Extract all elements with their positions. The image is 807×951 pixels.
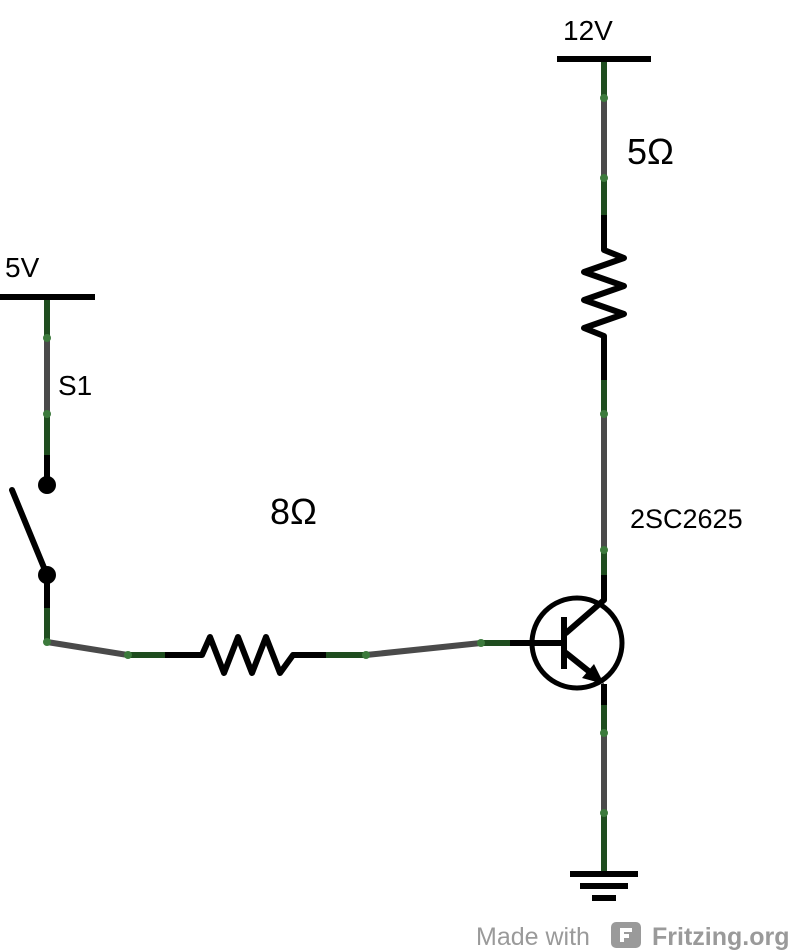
resistor-base-label: 8Ω	[270, 491, 317, 532]
fritzing-watermark: Made with Fritzing.org	[476, 922, 789, 951]
ground-icon	[570, 871, 638, 901]
resistor-collector[interactable]: 5Ω	[581, 131, 674, 380]
resistor-collector-label: 5Ω	[627, 131, 674, 172]
supply-5v-label: 5V	[5, 252, 40, 283]
wire-switch-to-resistor[interactable]	[43, 608, 165, 659]
transistor-npn[interactable]: 2SC2625	[510, 504, 743, 705]
transistor-label: 2SC2625	[630, 504, 743, 534]
supply-12v: 12V	[557, 15, 651, 62]
supply-5v: 5V	[0, 252, 95, 300]
switch-label: S1	[58, 370, 92, 401]
wire-resistor-to-collector[interactable]	[600, 380, 608, 575]
emitter-arrow-icon	[582, 664, 604, 684]
wire-5v-to-switch[interactable]	[43, 300, 51, 455]
supply-12v-label: 12V	[563, 15, 613, 46]
wire-12v-to-resistor[interactable]	[600, 62, 608, 215]
watermark-prefix: Made with	[476, 923, 590, 951]
wire-emitter-to-ground[interactable]	[600, 705, 608, 872]
resistor-base[interactable]: 8Ω	[165, 491, 326, 676]
watermark-brand: Fritzing.org	[652, 923, 789, 951]
switch-s1[interactable]: S1	[9, 370, 92, 608]
fritzing-logo-icon	[611, 922, 641, 948]
wire-resistor-to-base[interactable]	[326, 639, 510, 659]
